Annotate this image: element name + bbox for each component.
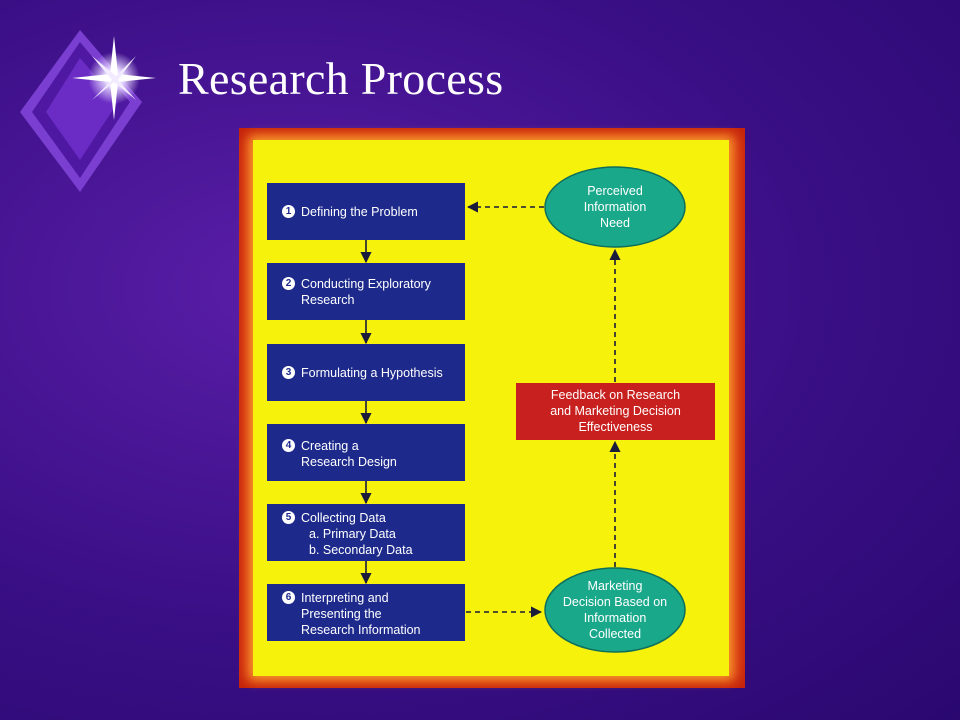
step-4-number: 4 <box>282 439 295 452</box>
step-4-line-2: Research Design <box>301 455 397 469</box>
step-box-2 <box>267 263 465 320</box>
perceived-need-ellipse <box>544 166 686 248</box>
step-2-label: 2 Conducting Exploratory Research <box>282 276 462 308</box>
step-2-line-2: Research <box>301 293 355 307</box>
step-6-line-3: Research Information <box>301 623 421 637</box>
marketing-decision-line-2: Decision Based on <box>562 595 668 609</box>
step-3-number: 3 <box>282 366 295 379</box>
star-diamond-logo <box>20 30 156 192</box>
step-6-number: 6 <box>282 591 295 604</box>
step-6-label: 6 Interpreting and Presenting the Resear… <box>282 590 462 638</box>
marketing-decision-ellipse <box>544 567 686 653</box>
step-5-line-3: b. Secondary Data <box>309 543 413 557</box>
step-5-line-2: a. Primary Data <box>309 527 396 541</box>
feedback-line-1: Feedback on Research <box>550 388 681 402</box>
step-4-label: 4 Creating a Research Design <box>282 438 462 470</box>
perceived-need-line-1: Perceived <box>587 184 643 198</box>
step-3-line-1: Formulating a Hypothesis <box>301 366 443 380</box>
step-1-line-1: Defining the Problem <box>301 205 418 219</box>
slide-title: Research Process <box>178 53 504 104</box>
feedback-label: Feedback on Research and Marketing Decis… <box>516 387 715 435</box>
step-4-line-1: Creating a <box>301 439 359 453</box>
marketing-decision-line-3: Information <box>583 611 647 625</box>
step-2-line-1: Conducting Exploratory <box>301 277 431 291</box>
feedback-line-3: Effectiveness <box>578 420 653 434</box>
feedback-line-2: and Marketing Decision <box>550 404 681 418</box>
marketing-decision-line-4: Collected <box>588 627 642 641</box>
feedback-box <box>516 383 715 440</box>
perceived-need-line-3: Need <box>600 216 630 230</box>
perceived-need-label: Perceived Information Need <box>545 183 685 231</box>
step-3-label: 3 Formulating a Hypothesis <box>282 365 462 381</box>
step-1-label: 1 Defining the Problem <box>282 204 462 220</box>
step-box-3 <box>267 344 465 401</box>
step-box-6 <box>267 584 465 641</box>
step-5-line-1: Collecting Data <box>301 511 386 525</box>
marketing-decision-line-1: Marketing <box>587 579 643 593</box>
step-2-number: 2 <box>282 277 295 290</box>
step-5-number: 5 <box>282 511 295 524</box>
step-box-5 <box>267 504 465 561</box>
step-5-label: 5 Collecting Data a. Primary Data b. Sec… <box>282 510 462 558</box>
marketing-decision-label: Marketing Decision Based on Information … <box>545 578 685 642</box>
perceived-need-line-2: Information <box>583 200 647 214</box>
step-1-number: 1 <box>282 205 295 218</box>
step-6-line-2: Presenting the <box>301 607 382 621</box>
step-box-4 <box>267 424 465 481</box>
step-6-line-1: Interpreting and <box>301 591 389 605</box>
step-box-1 <box>267 183 465 240</box>
